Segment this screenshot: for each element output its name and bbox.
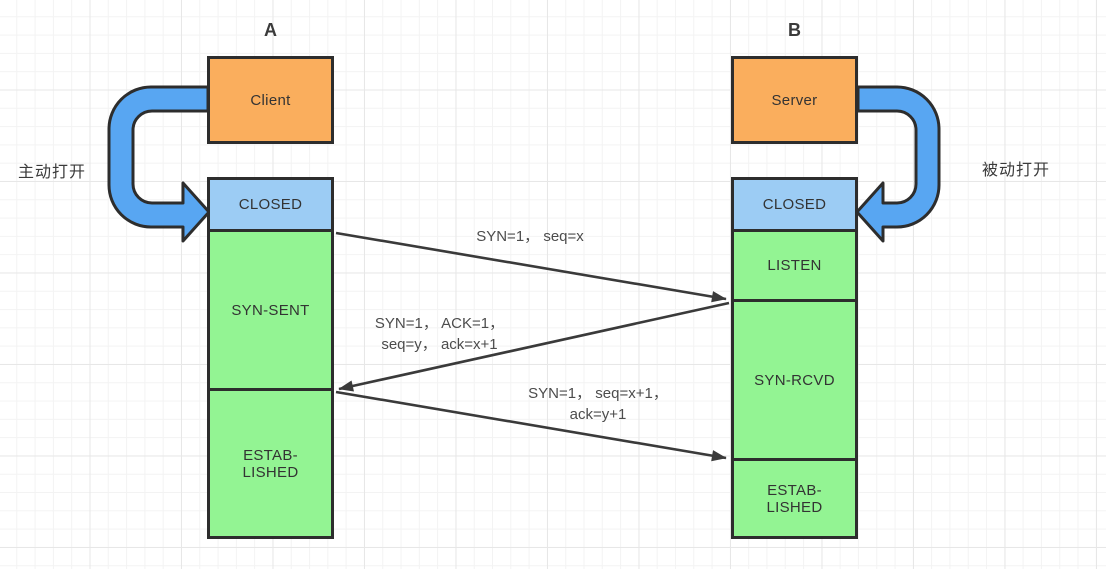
server-state-column: CLOSED LISTEN SYN-RCVD ESTAB- LISHED	[731, 177, 858, 539]
server-state-established: ESTAB- LISHED	[731, 458, 858, 539]
server-state-syn-rcvd: SYN-RCVD	[731, 299, 858, 461]
ack-arrow	[335, 390, 727, 462]
server-state-closed: CLOSED	[731, 177, 858, 232]
ack-message-label: SYN=1， seq=x+1， ack=y+1	[528, 385, 668, 423]
client-state-column: CLOSED SYN-SENT ESTAB- LISHED	[207, 177, 334, 539]
client-state-closed: CLOSED	[207, 177, 334, 232]
client-state-syn-sent: SYN-SENT	[207, 229, 334, 391]
syn-arrow	[335, 231, 727, 303]
passive-open-note: 被动打开	[982, 162, 1051, 179]
syn-ack-message-label: SYN=1， ACK=1， seq=y， ack=x+1	[374, 315, 505, 353]
syn-message-label: SYN=1， seq=x	[476, 228, 584, 245]
active-open-note: 主动打开	[18, 164, 87, 181]
timeline-label-a: A	[264, 20, 277, 40]
client-entity-box: Client	[207, 56, 334, 144]
timeline-label-b: B	[788, 20, 801, 40]
client-active-open-uturn-arrow	[107, 85, 211, 243]
server-state-listen: LISTEN	[731, 229, 858, 302]
server-passive-open-uturn-arrow	[855, 85, 941, 243]
client-state-established: ESTAB- LISHED	[207, 388, 334, 539]
server-entity-box: Server	[731, 56, 858, 144]
syn-ack-arrow	[338, 301, 730, 392]
